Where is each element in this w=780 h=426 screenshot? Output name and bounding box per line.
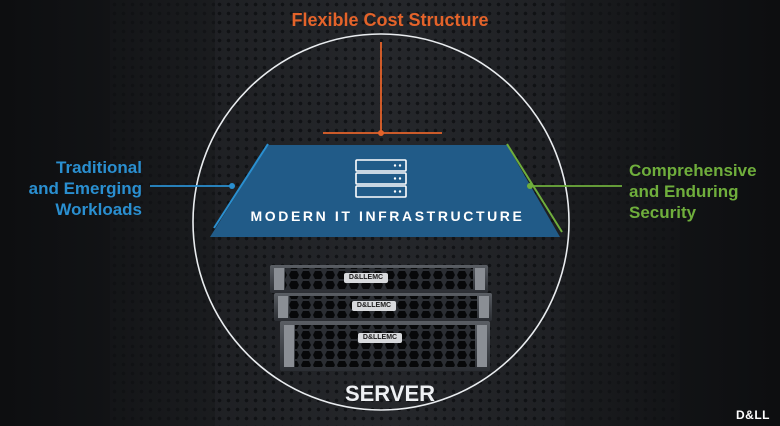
server-brand-label-1: D&LLEMC xyxy=(348,274,384,281)
right-band-edge xyxy=(506,143,563,233)
left-connector-dot xyxy=(229,183,235,189)
infrastructure-label: MODERN IT INFRASTRUCTURE xyxy=(250,208,525,224)
flexible-cost-title: Flexible Cost Structure xyxy=(291,10,489,30)
left-band-edge xyxy=(213,143,269,229)
top-connector-dot xyxy=(378,130,384,136)
server-hardware-image xyxy=(270,265,492,371)
outer-circle xyxy=(192,33,570,411)
server-brand-label-2: D&LLEMC xyxy=(356,302,392,309)
server-brand-plate-1 xyxy=(344,273,388,283)
security-label-line-2: and Enduring xyxy=(629,182,739,201)
workloads-label-line-3: Workloads xyxy=(55,200,142,219)
right-connector-dot xyxy=(527,183,533,189)
dell-logo: D&LL xyxy=(736,408,770,422)
security-label-line-3: Security xyxy=(629,203,697,222)
server-brand-label-3: D&LLEMC xyxy=(362,334,398,341)
security-label: Comprehensive and Enduring Security xyxy=(629,160,780,223)
workloads-label-line-2: and Emerging xyxy=(28,179,142,198)
server-brand-plate-3 xyxy=(358,333,402,343)
workloads-label: Traditional and Emerging Workloads xyxy=(0,157,142,220)
server-stack-icon xyxy=(355,159,407,198)
infrastructure-band xyxy=(210,145,560,237)
security-label-line-1: Comprehensive xyxy=(629,161,757,180)
workloads-label-line-1: Traditional xyxy=(56,158,142,177)
server-brand-plate-2 xyxy=(352,301,396,311)
server-label: SERVER xyxy=(344,381,436,406)
